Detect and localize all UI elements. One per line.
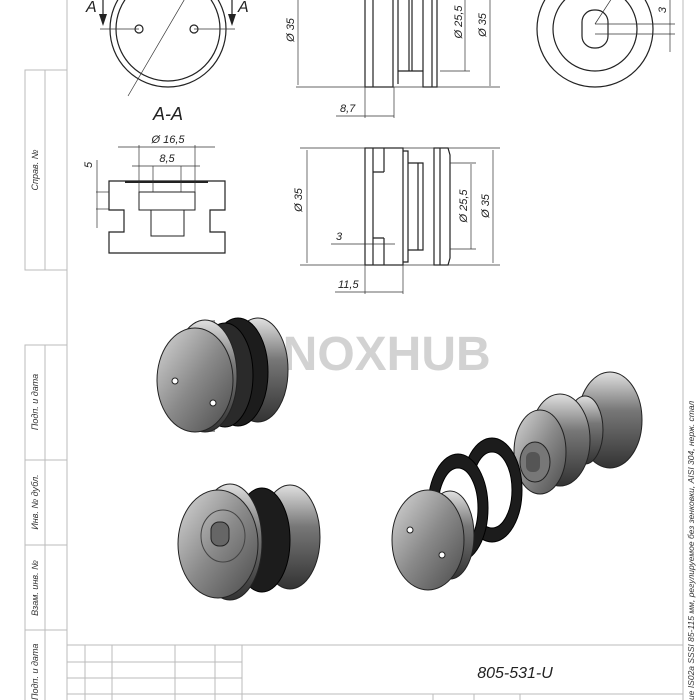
cut-marker-right: A [237, 0, 249, 16]
sheet-frame [24, 0, 684, 700]
cut-marker-left: A [85, 0, 97, 16]
title-text: ие IS02a SSSI 85-115 мм, регулируемое бе… [686, 401, 696, 700]
dim-section-dia: Ø 16,5 [150, 134, 185, 146]
dim-side-width: 11,5 [338, 279, 359, 291]
dim-side-dia: Ø 35 [293, 187, 305, 213]
part-number: 805-531-U [477, 665, 553, 682]
side-view-top: Ø 35 Ø 25,5 Ø 35 8,7 [285, 0, 500, 118]
dim-top-inner-dia: Ø 25,5 [453, 5, 465, 40]
dim-side-gap: 3 [336, 231, 343, 243]
front-view: A A [85, 0, 249, 97]
strip-label-inv-dubl: Инв. № дубл. [30, 474, 40, 529]
dim-section-depth: 5 [83, 161, 95, 168]
dim-top-outer-dia: Ø 35 [477, 12, 489, 38]
side-view-bottom: Ø 35 Ø 25,5 Ø 35 3 11,5 [293, 147, 500, 294]
strip-label-vzam: Взам. инв. № [30, 560, 40, 616]
section-label: A-A [152, 104, 183, 124]
strip-label-podp-2: Подп. и дата [30, 644, 40, 700]
render-assembled-front [156, 317, 289, 433]
strip-label-podp: Подп. и дата [30, 374, 40, 430]
title-block: 805-531-U [67, 644, 683, 700]
strip-label-sprav: Справ. № [30, 149, 40, 190]
dim-end-slot: 3 [657, 6, 669, 13]
render-assembled-back [177, 483, 321, 601]
render-exploded [391, 371, 643, 591]
dim-side-outer-dia: Ø 35 [480, 193, 492, 219]
side-strip-labels: Справ. № Подп. и дата Инв. № дубл. Взам.… [30, 149, 40, 700]
watermark: INOXHUB [269, 328, 490, 381]
dim-top-width: 8,7 [340, 103, 356, 115]
dim-section-inner: 8,5 [159, 153, 175, 165]
section-view: A-A Ø 16,5 8,5 5 [83, 104, 226, 254]
dim-side-inner-dia: Ø 25,5 [458, 189, 470, 224]
dim-top-dia: Ø 35 [285, 17, 297, 43]
end-view: 3 [536, 0, 675, 88]
